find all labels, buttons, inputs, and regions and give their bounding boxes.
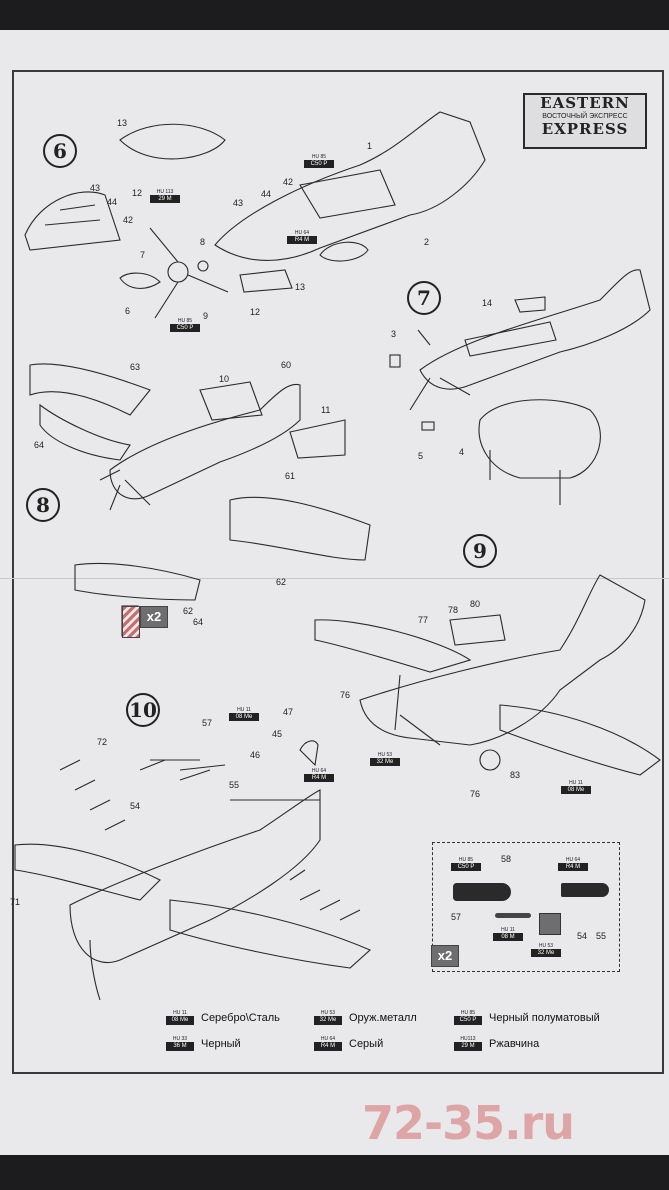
part-number: 44: [107, 197, 118, 207]
part-number: 45: [272, 729, 283, 739]
watermark: 72-35.ru: [362, 1096, 575, 1150]
part-number: 13: [295, 282, 306, 292]
logo-line-2: ВОСТОЧНЫЙ ЭКСПРЕСС: [542, 113, 628, 120]
part-number: 9: [203, 311, 209, 321]
step-9-marker: 9: [463, 534, 497, 568]
part-number: 55: [229, 780, 240, 790]
step-10-marker: 10: [126, 693, 160, 727]
rocket-launcher-drawing: [453, 883, 511, 901]
sheet-border: [12, 70, 664, 1074]
eastern-express-logo: EASTERN ВОСТОЧНЫЙ ЭКСПРЕСС EXPRESS: [523, 93, 647, 149]
part-number: 12: [250, 307, 261, 317]
part-number: 80: [470, 599, 481, 609]
part-number: 44: [261, 189, 272, 199]
part-number: 54: [577, 931, 588, 941]
part-number: 4: [459, 447, 465, 457]
part-number: 62: [183, 606, 194, 616]
paint-brush-icon: [122, 606, 140, 638]
part-number: 47: [283, 707, 294, 717]
logo-line-1: EASTERN: [540, 94, 630, 112]
part-number: 58: [501, 854, 512, 864]
step-6-marker: 6: [43, 134, 77, 168]
part-number: 42: [283, 177, 294, 187]
part-number: 5: [418, 451, 424, 461]
part-number: 78: [448, 605, 459, 615]
part-number: 13: [117, 118, 128, 128]
part-number: 71: [10, 897, 21, 907]
part-number: 8: [200, 237, 206, 247]
rail-drawing: [561, 883, 609, 897]
part-number: 12: [132, 188, 143, 198]
part-number: 76: [470, 789, 481, 799]
bomb-drawings: [59, 759, 361, 921]
part-number: 64: [193, 617, 204, 627]
part-number: 10: [219, 374, 230, 384]
part-number: 63: [130, 362, 141, 372]
part-number: 7: [140, 250, 146, 260]
part-number: 54: [130, 801, 141, 811]
instruction-sheet: [0, 30, 669, 1155]
step-8-marker: 8: [26, 488, 60, 522]
part-number: 77: [418, 615, 429, 625]
part-number: 46: [250, 750, 261, 760]
part-number: 64: [34, 440, 45, 450]
part-number: 1: [367, 141, 373, 151]
part-number: 43: [90, 183, 101, 193]
step7-aircraft-drawing: [419, 269, 651, 390]
paint-brush-icon: [539, 913, 561, 935]
part-number: 60: [281, 360, 292, 370]
step-7-marker: 7: [407, 281, 441, 315]
part-number: 83: [510, 770, 521, 780]
part-number: 57: [451, 912, 462, 922]
step9-aircraft-drawing: [359, 574, 646, 746]
step6-fuselage-drawing: [214, 111, 486, 261]
part-number: 72: [97, 737, 108, 747]
part-number: 3: [391, 329, 397, 339]
rocket-drawing: [495, 913, 531, 918]
part-number: 76: [340, 690, 351, 700]
part-number: 11: [321, 405, 331, 415]
step8-aircraft-drawing: [109, 383, 301, 500]
part-number: 62: [276, 577, 287, 587]
quantity-multiplier: x2: [431, 945, 459, 967]
part-number: 2: [424, 237, 430, 247]
part-number: 42: [123, 215, 134, 225]
part-number: 14: [482, 298, 493, 308]
quantity-multiplier: x2: [140, 606, 168, 628]
part-number: 57: [202, 718, 213, 728]
part-number: 6: [125, 306, 131, 316]
part-number: 43: [233, 198, 244, 208]
step10-aircraft-drawing: [69, 789, 321, 964]
part-number: 55: [596, 931, 607, 941]
part-number: 61: [285, 471, 296, 481]
fold-line: [0, 578, 669, 579]
logo-line-3: EXPRESS: [541, 120, 629, 138]
